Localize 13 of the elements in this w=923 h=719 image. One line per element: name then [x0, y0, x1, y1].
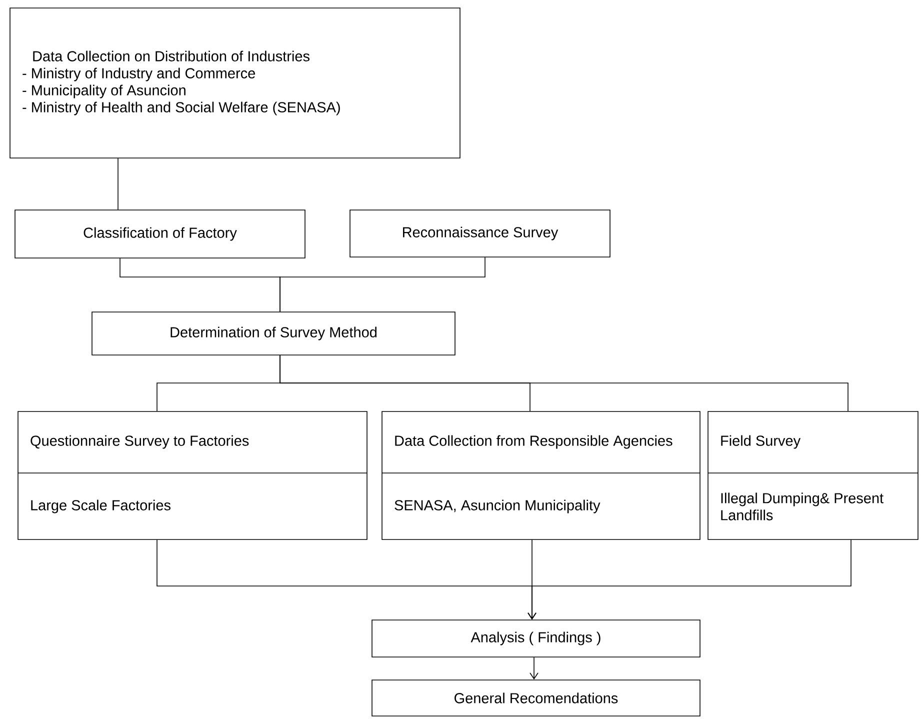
connector: [528, 540, 852, 620]
survey-box: Questionnaire Survey to Factories Large Scale Factories: [18, 411, 368, 540]
process-box: General Recomendations: [372, 680, 700, 716]
process-box: Analysis ( Findings ): [372, 620, 700, 658]
connector: [530, 657, 538, 680]
survey-box: Field Survey Illegal Dumping& Present Landfills: [708, 411, 918, 540]
survey-box: Data Collection from Responsible Agencies SENASA, Asuncion Municipality: [382, 411, 700, 540]
source-box: Data Collection on Distribution of Industries - Ministry of Industry and Commerce - Municipality of Asuncion - Ministry of Health and Social Welfare (SENASA): [10, 8, 460, 158]
connector: [280, 355, 848, 412]
process-box: Classification of Factory: [14, 210, 306, 258]
process-box: Determination of Survey Method: [92, 312, 456, 356]
process-box: Reconnaissance Survey: [350, 210, 610, 258]
connector: [280, 257, 486, 312]
